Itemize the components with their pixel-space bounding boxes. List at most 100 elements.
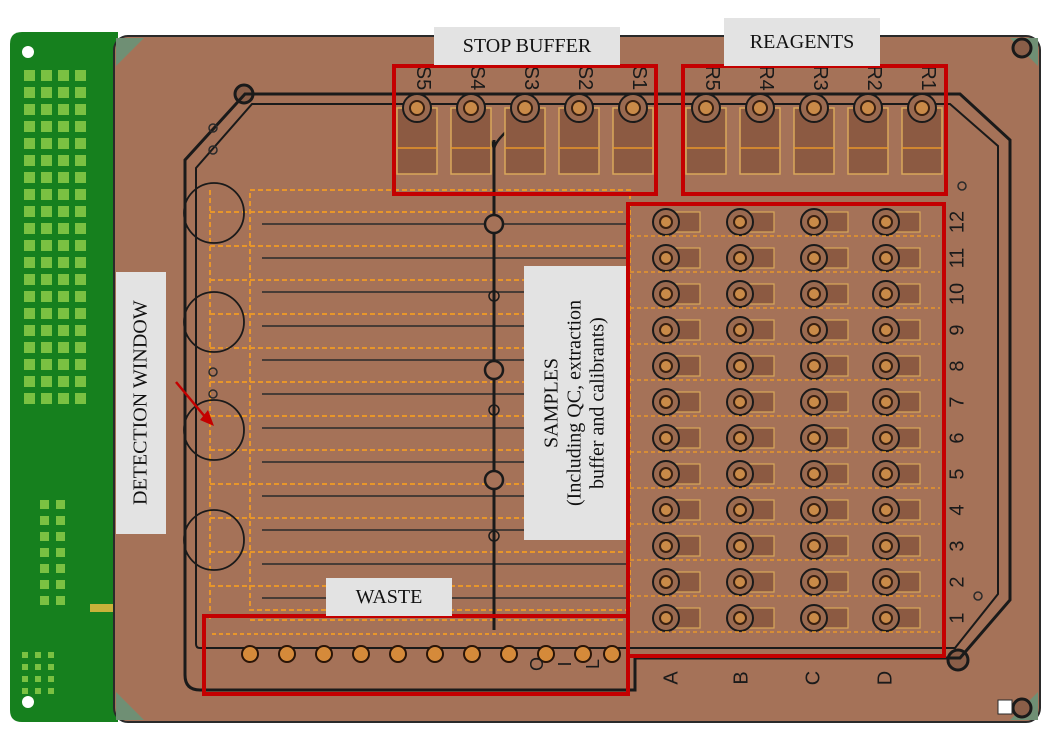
pcb-pad — [56, 580, 65, 589]
sample-column-label: A — [660, 671, 682, 685]
sample-row-label: 8 — [946, 360, 968, 371]
sample-row-label: 6 — [946, 432, 968, 443]
reagent-well-label: R2 — [863, 65, 885, 91]
pcb-pad — [58, 325, 69, 336]
pcb-pad — [58, 257, 69, 268]
detection-circle — [183, 291, 245, 353]
sample-column-label: B — [730, 671, 752, 684]
waste-port — [537, 645, 555, 663]
sample-port-core — [879, 395, 893, 409]
pcb-pad — [48, 676, 54, 682]
pcb-pad — [58, 70, 69, 81]
reagent-well-port-core — [752, 100, 768, 116]
pcb-pad — [75, 376, 86, 387]
sample-port-core — [807, 215, 821, 229]
pcb-pad — [58, 291, 69, 302]
pcb-pad — [40, 516, 49, 525]
pcb-pad — [75, 70, 86, 81]
pcb-pad — [58, 206, 69, 217]
waste-letter: I — [555, 661, 575, 666]
pcb-pad — [40, 548, 49, 557]
pcb-pad — [41, 291, 52, 302]
central-junction — [483, 469, 505, 491]
pcb-pad — [41, 325, 52, 336]
small-port — [208, 389, 218, 399]
pcb-pad — [24, 325, 35, 336]
central-port — [488, 530, 500, 542]
waste-port — [603, 645, 621, 663]
pcb-pad — [58, 223, 69, 234]
sample-port-core — [879, 539, 893, 553]
waste-box — [202, 614, 630, 696]
reagents-label: REAGENTS — [724, 18, 880, 66]
pcb-pad — [41, 172, 52, 183]
corner-bracket — [116, 692, 144, 720]
reagent-well-port-core — [698, 100, 714, 116]
stop-buffer-well-label: S5 — [412, 66, 434, 90]
waste-port — [315, 645, 333, 663]
detection-arrow — [175, 381, 214, 426]
sample-port-core — [659, 539, 673, 553]
sample-port-core — [879, 323, 893, 337]
sample-port-core — [879, 575, 893, 589]
pcb-pad — [41, 393, 52, 404]
notch — [997, 699, 1013, 715]
waste-port — [241, 645, 259, 663]
pcb-pad — [24, 376, 35, 387]
pcb-pad — [22, 688, 28, 694]
sample-port-core — [807, 359, 821, 373]
pcb-pad — [24, 274, 35, 285]
pcb-pad — [56, 500, 65, 509]
pcb-pad — [24, 138, 35, 149]
arrow-head — [200, 410, 214, 426]
pcb-pad — [58, 274, 69, 285]
sample-port-core — [733, 287, 747, 301]
pcb-pad — [75, 223, 86, 234]
pcb-pad — [58, 189, 69, 200]
detection-circle — [183, 509, 245, 571]
pcb-pad — [58, 342, 69, 353]
sample-row-label: 12 — [946, 211, 968, 233]
pcb-pad — [24, 240, 35, 251]
pcb-trace — [90, 604, 118, 612]
waste-port — [426, 645, 444, 663]
waste-port — [463, 645, 481, 663]
sample-port-core — [733, 575, 747, 589]
pcb-mount-hole — [22, 696, 34, 708]
central-channel — [469, 119, 521, 630]
samples-label-line2: (Including QC, extraction — [563, 299, 586, 507]
pcb-pad — [41, 376, 52, 387]
pcb-pad — [41, 257, 52, 268]
pcb-pad — [48, 688, 54, 694]
pcb-pad — [75, 189, 86, 200]
central-junction — [483, 359, 505, 381]
pcb-pad — [40, 596, 49, 605]
sample-port-core — [659, 287, 673, 301]
pcb-pad — [22, 664, 28, 670]
pcb-pad — [75, 104, 86, 115]
pcb-pad — [56, 596, 65, 605]
sample-port-core — [807, 395, 821, 409]
stop-buffer-well-label: S3 — [520, 66, 542, 90]
pcb-pad — [40, 564, 49, 573]
pcb-pad — [24, 121, 35, 132]
detection-circles — [183, 123, 245, 571]
pcb-pad — [41, 189, 52, 200]
small-port — [973, 591, 983, 601]
sample-port-core — [807, 431, 821, 445]
pcb-pad — [56, 516, 65, 525]
stop-buffer-well-label: S1 — [628, 66, 650, 90]
pcb-pad — [41, 206, 52, 217]
pcb-pad — [48, 652, 54, 658]
pcb-pad — [56, 532, 65, 541]
pcb-pad — [75, 206, 86, 217]
pcb-pad — [41, 121, 52, 132]
stop-buffer-well-label: S4 — [466, 66, 488, 90]
pcb-pad — [41, 223, 52, 234]
sample-port-core — [807, 467, 821, 481]
sample-column-label: C — [802, 671, 824, 685]
pcb-pad — [75, 138, 86, 149]
pcb-pad — [41, 87, 52, 98]
channel-outline-inner — [195, 103, 999, 649]
pcb-pad — [41, 308, 52, 319]
